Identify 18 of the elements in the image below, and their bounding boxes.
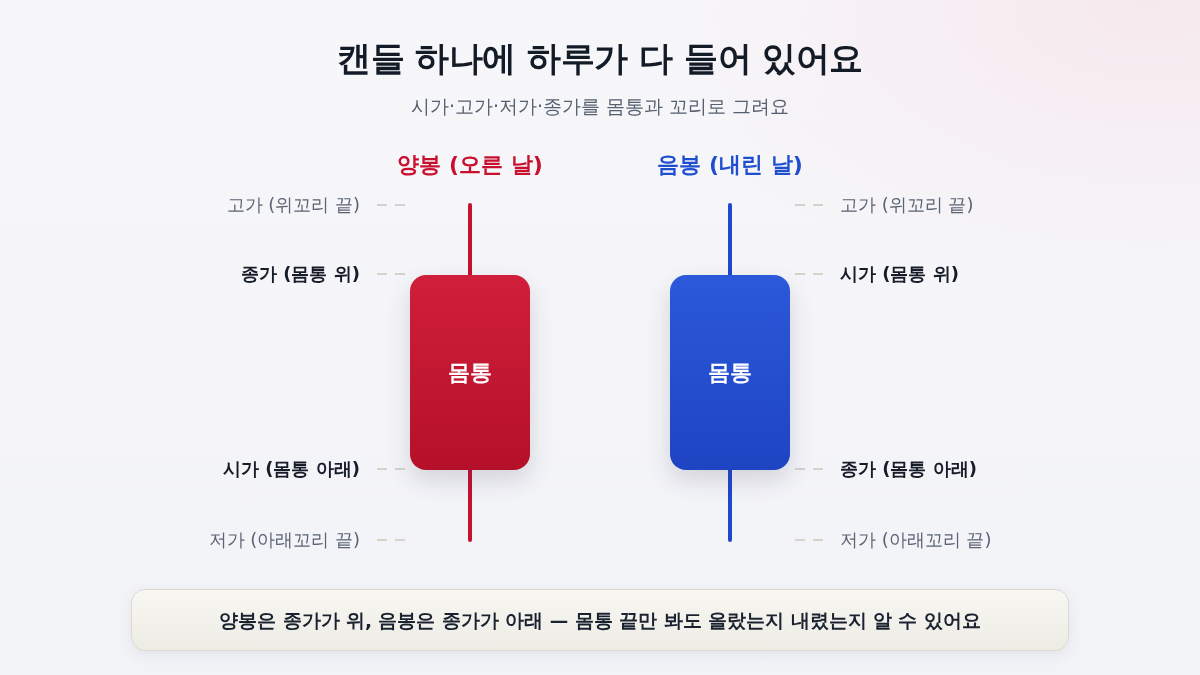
body-label: 몸통 [708, 358, 752, 387]
price-label: 저가 (아래꼬리 끝) [208, 529, 360, 551]
candle-body [410, 275, 530, 470]
note-box [131, 589, 1069, 651]
candle-heading: 양봉 (오른 날) [397, 151, 543, 179]
candle-heading: 음봉 (내린 날) [657, 151, 803, 179]
price-label: 시가 (몸통 아래) [223, 458, 360, 480]
price-label: 저가 (아래꼬리 끝) [840, 529, 992, 551]
subtitle: 시가·고가·저가·종가를 몸통과 꼬리로 그려요 [410, 94, 790, 118]
price-label: 시가 (몸통 위) [840, 263, 959, 285]
body-label: 몸통 [448, 358, 492, 387]
price-label: 고가 (위꼬리 끝) [840, 194, 974, 216]
price-label: 종가 (몸통 아래) [840, 458, 977, 480]
price-label: 고가 (위꼬리 끝) [226, 194, 360, 216]
candle-body [670, 275, 790, 470]
title: 캔들 하나에 하루가 다 들어 있어요 [337, 37, 863, 79]
note-text: 양봉은 종가가 위, 음봉은 종가가 아래 — 몸통 끝만 봐도 올랐는지 내렸는지 알 수 있어요 [219, 608, 981, 633]
price-label: 종가 (몸통 위) [241, 263, 360, 285]
